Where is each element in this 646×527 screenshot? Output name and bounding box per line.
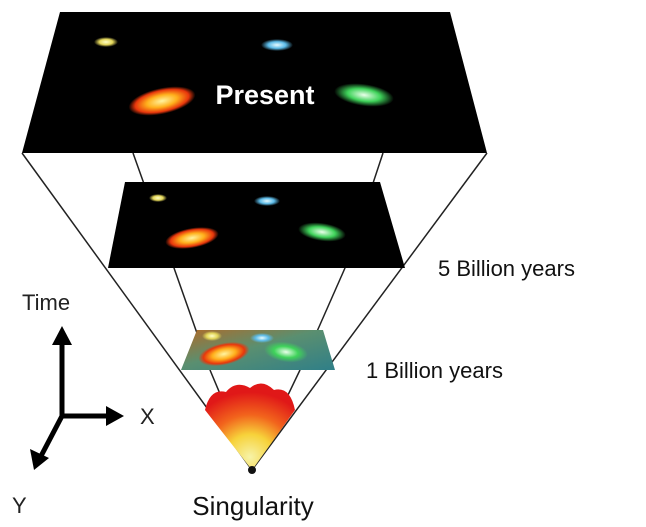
five-billion-slice bbox=[108, 182, 405, 268]
galaxy-green bbox=[334, 83, 394, 107]
x-arrow-head bbox=[106, 406, 124, 426]
singularity-label: Singularity bbox=[192, 491, 313, 521]
singularity-point bbox=[248, 466, 256, 474]
galaxy-blue bbox=[250, 333, 274, 343]
x-axis-label: X bbox=[140, 404, 155, 429]
one-billion-slice bbox=[181, 330, 335, 370]
present-label: Present bbox=[215, 80, 314, 110]
y-axis-label: Y bbox=[12, 493, 27, 518]
galaxy-green bbox=[298, 222, 346, 242]
five-billion-label: 5 Billion years bbox=[438, 256, 575, 281]
galaxy-green bbox=[264, 341, 308, 363]
one-billion-label: 1 Billion years bbox=[366, 358, 503, 383]
present-slice: Present bbox=[22, 12, 487, 153]
galaxy-yellow bbox=[94, 37, 118, 47]
galaxy-orange bbox=[198, 341, 250, 367]
time-axis-label: Time bbox=[22, 290, 70, 315]
axes: Time X Y bbox=[12, 290, 155, 518]
galaxy-blue bbox=[254, 196, 280, 206]
y-axis-arrow bbox=[37, 414, 65, 460]
fireball bbox=[205, 383, 295, 470]
time-arrow-head bbox=[52, 326, 72, 345]
galaxy-yellow bbox=[202, 331, 222, 341]
galaxy-orange bbox=[128, 86, 196, 116]
galaxy-yellow bbox=[149, 194, 167, 202]
galaxy-orange bbox=[165, 227, 219, 249]
y-arrow-head bbox=[30, 449, 49, 470]
galaxy-blue bbox=[261, 39, 293, 51]
